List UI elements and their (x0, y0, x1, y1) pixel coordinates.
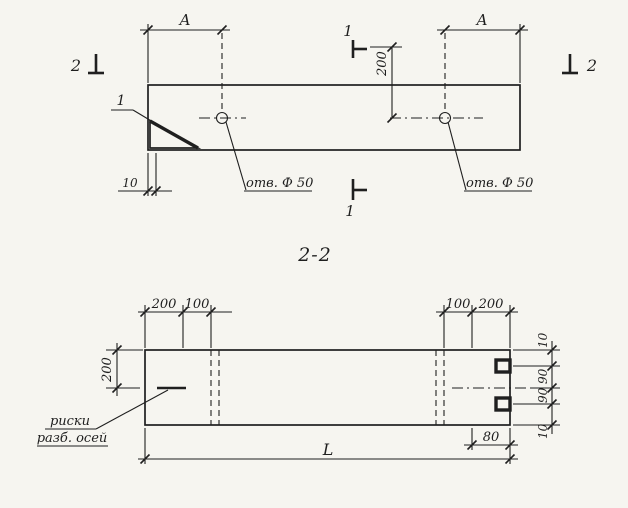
dim-200-top-left-label: 200 (151, 297, 177, 312)
hole-left (199, 33, 246, 125)
cut2-right-label: 2 (586, 56, 597, 75)
dimension-left-200: 200 (100, 343, 143, 396)
dimension-top-right: 100 200 (436, 297, 518, 348)
section-cut-2-left: 2 (70, 54, 104, 75)
cut1-top-label: 1 (343, 22, 353, 40)
dim-10-right-top-label: 10 (536, 332, 550, 348)
dimension-length: L (138, 428, 518, 465)
hole-note-left-label: отв. Ф 50 (246, 176, 313, 191)
dimension-80: 80 (464, 428, 518, 451)
hidden-hole-lines-right (435, 350, 445, 425)
dimension-a-left: A (140, 11, 230, 83)
dimension-right-chain: 10 90 90 10 (513, 332, 560, 439)
hole-right (390, 33, 483, 125)
cut1-bottom-label: 1 (345, 202, 355, 220)
hole-note-left: отв. Ф 50 (225, 121, 313, 192)
dim-200-top-right-label: 200 (478, 297, 504, 312)
section-cut-1-top: 1 (343, 22, 367, 58)
cut2-left-label: 2 (70, 56, 81, 75)
dim-100-top-left-label: 100 (185, 297, 210, 312)
dim-90-right-top-label: 90 (536, 368, 550, 384)
section-title: 2-2 (297, 244, 332, 266)
dim-100-top-right-label: 100 (446, 297, 471, 312)
dimension-200-plan: 200 (370, 41, 402, 124)
note-line1: риски (50, 414, 90, 429)
axis-marks-note: риски разб. осей (37, 389, 169, 447)
dim-200-plan-label: 200 (375, 51, 390, 77)
section-view: 2-2 200 100 (37, 244, 560, 465)
corner-callout-label: 1 (117, 93, 126, 109)
dim-a-right-label: A (475, 11, 488, 29)
dim-10-right-bottom-label: 10 (536, 423, 550, 439)
end-insert-top (494, 358, 512, 374)
end-insert-bottom (494, 396, 512, 412)
dim-10-plan-label: 10 (122, 176, 138, 190)
dimension-top-left: 200 100 (138, 297, 232, 348)
corner-callout: 1 (111, 93, 169, 132)
plan-view: A A 1 1 2 2 (70, 11, 597, 220)
dimension-10-plan: 10 (118, 153, 172, 197)
dim-200-left-label: 200 (100, 357, 115, 383)
dim-length-label: L (322, 440, 334, 459)
hole-note-right: отв. Ф 50 (447, 121, 533, 192)
dim-80-label: 80 (483, 430, 500, 445)
dim-90-right-bottom-label: 90 (536, 387, 550, 403)
hole-note-right-label: отв. Ф 50 (466, 176, 533, 191)
beam-outline (147, 84, 521, 151)
dimension-a-right: A (437, 11, 528, 83)
dim-a-left-label: A (178, 11, 191, 29)
hidden-hole-lines-left (210, 350, 220, 425)
note-line2: разб. осей (37, 431, 108, 446)
section-cut-1-bottom: 1 (345, 179, 367, 220)
section-cut-2-right: 2 (562, 54, 597, 75)
